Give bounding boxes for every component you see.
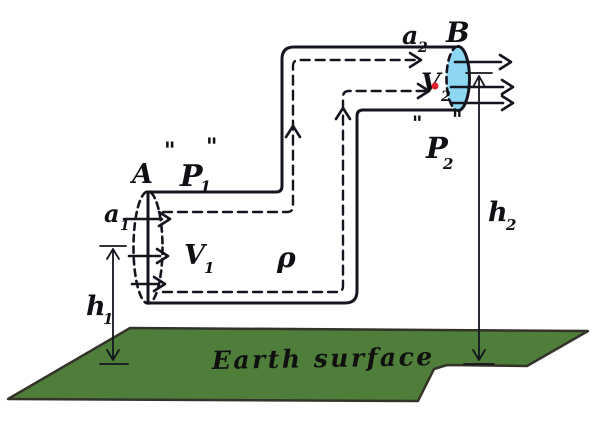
- streamline-outer-path: [161, 58, 421, 214]
- label-p2-subscript: 2: [442, 155, 453, 173]
- label-h2-subscript: 2: [505, 216, 516, 234]
- streamline-inner-path: [161, 89, 429, 294]
- label-a1: a: [104, 199, 120, 228]
- inlet-arrow-middle-head: [155, 247, 170, 265]
- outlet-arrow-bottom-head: [500, 94, 515, 112]
- label-v2-subscript: 2: [440, 89, 451, 105]
- pipe: [122, 45, 515, 305]
- streamline-inner-arrowhead-up: [334, 106, 352, 121]
- streamline-outer: [161, 51, 423, 214]
- label-h2: h: [488, 197, 508, 228]
- streamline-inner-arrowhead-right: [416, 82, 431, 100]
- height-measure-h1: [99, 245, 129, 365]
- label-h1-subscript: 1: [103, 310, 113, 328]
- label-a2-subscript: 2: [417, 40, 428, 56]
- annotations: A " P 1 " a 1 V 1 ρ a 2 B V 2 " P 2 " h …: [86, 16, 516, 328]
- ground-polygon: [6, 326, 590, 403]
- pipe-inlet-cap: [132, 190, 164, 305]
- h1-bottom-arrowhead: [106, 349, 120, 361]
- label-point-b: B: [445, 16, 470, 49]
- outlet-arrow-middle-head: [500, 78, 515, 96]
- inlet-flow-arrows: [122, 210, 172, 293]
- label-point-a: A: [129, 159, 153, 190]
- outlet-flow-arrows: [449, 53, 515, 112]
- label-p1: P: [179, 159, 204, 194]
- red-dot-marker: [431, 82, 439, 90]
- outlet-cap-back-rim: [445, 45, 460, 112]
- h2-top-arrowhead: [472, 75, 486, 88]
- label-p1-close-quote: ": [206, 134, 217, 160]
- inlet-arrow-bottom-head: [152, 275, 167, 293]
- label-density-rho: ρ: [276, 241, 296, 274]
- ground-label: Earth surface: [211, 342, 435, 375]
- label-p2-open-quote: ": [412, 111, 422, 135]
- label-v1: V: [184, 240, 208, 271]
- label-v2: V: [421, 68, 443, 97]
- streamline-outer-arrowhead-up: [284, 124, 302, 139]
- label-p1-open-quote: ": [164, 138, 175, 164]
- label-h1: h: [86, 291, 106, 322]
- label-v1-subscript: 1: [204, 259, 214, 277]
- outlet-arrow-top-head: [498, 53, 513, 71]
- streamline-outer-arrowhead-right: [408, 51, 423, 69]
- label-p1-subscript: 1: [200, 177, 211, 196]
- height-measure-h2: [463, 72, 495, 365]
- ground-surface: Earth surface: [6, 326, 590, 403]
- h2-bottom-arrowhead: [472, 349, 486, 361]
- label-p2-close-quote: ": [452, 107, 462, 131]
- outlet-cap-front-rim: [456, 45, 471, 112]
- inlet-arrow-top-head: [157, 210, 172, 228]
- label-a2: a: [402, 21, 418, 50]
- label-p2: P: [425, 131, 449, 165]
- h1-top-arrowhead: [106, 248, 120, 260]
- streamline-inner: [161, 82, 431, 294]
- label-a1-subscript: 1: [120, 218, 130, 234]
